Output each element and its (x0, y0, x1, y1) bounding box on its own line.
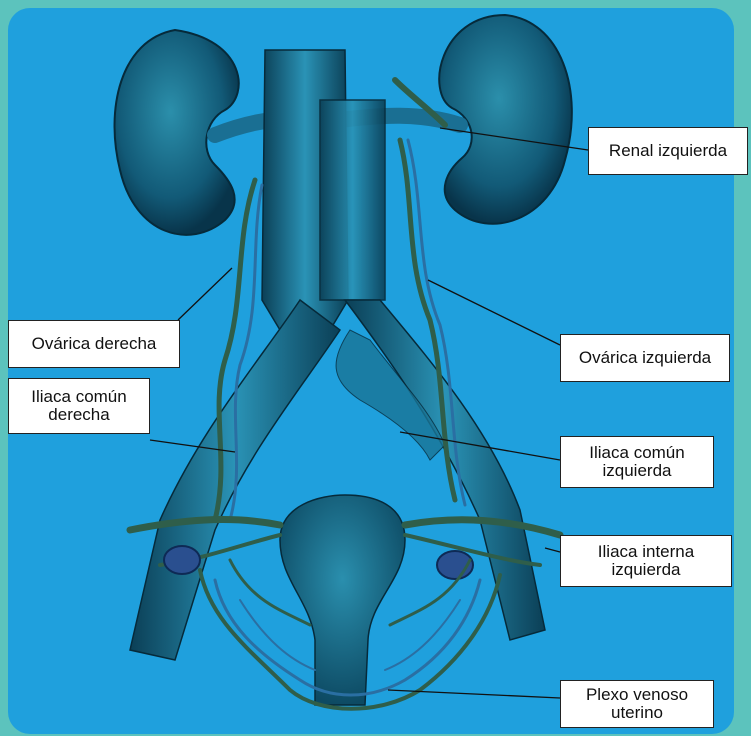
vena-cava (262, 50, 385, 330)
uterus (280, 495, 405, 705)
right-ovary (164, 546, 200, 574)
label-plexo-venoso-uterino: Plexo venoso uterino (560, 680, 714, 728)
label-ovarica-derecha: Ovárica derecha (8, 320, 180, 368)
label-iliaca-interna-izquierda: Iliaca interna izquierda (560, 535, 732, 587)
label-iliaca-comun-derecha: Iliaca común derecha (8, 378, 150, 434)
label-renal-izquierda: Renal izquierda (588, 127, 748, 175)
label-ovarica-izquierda: Ovárica izquierda (560, 334, 730, 382)
label-iliaca-comun-izquierda: Iliaca común izquierda (560, 436, 714, 488)
